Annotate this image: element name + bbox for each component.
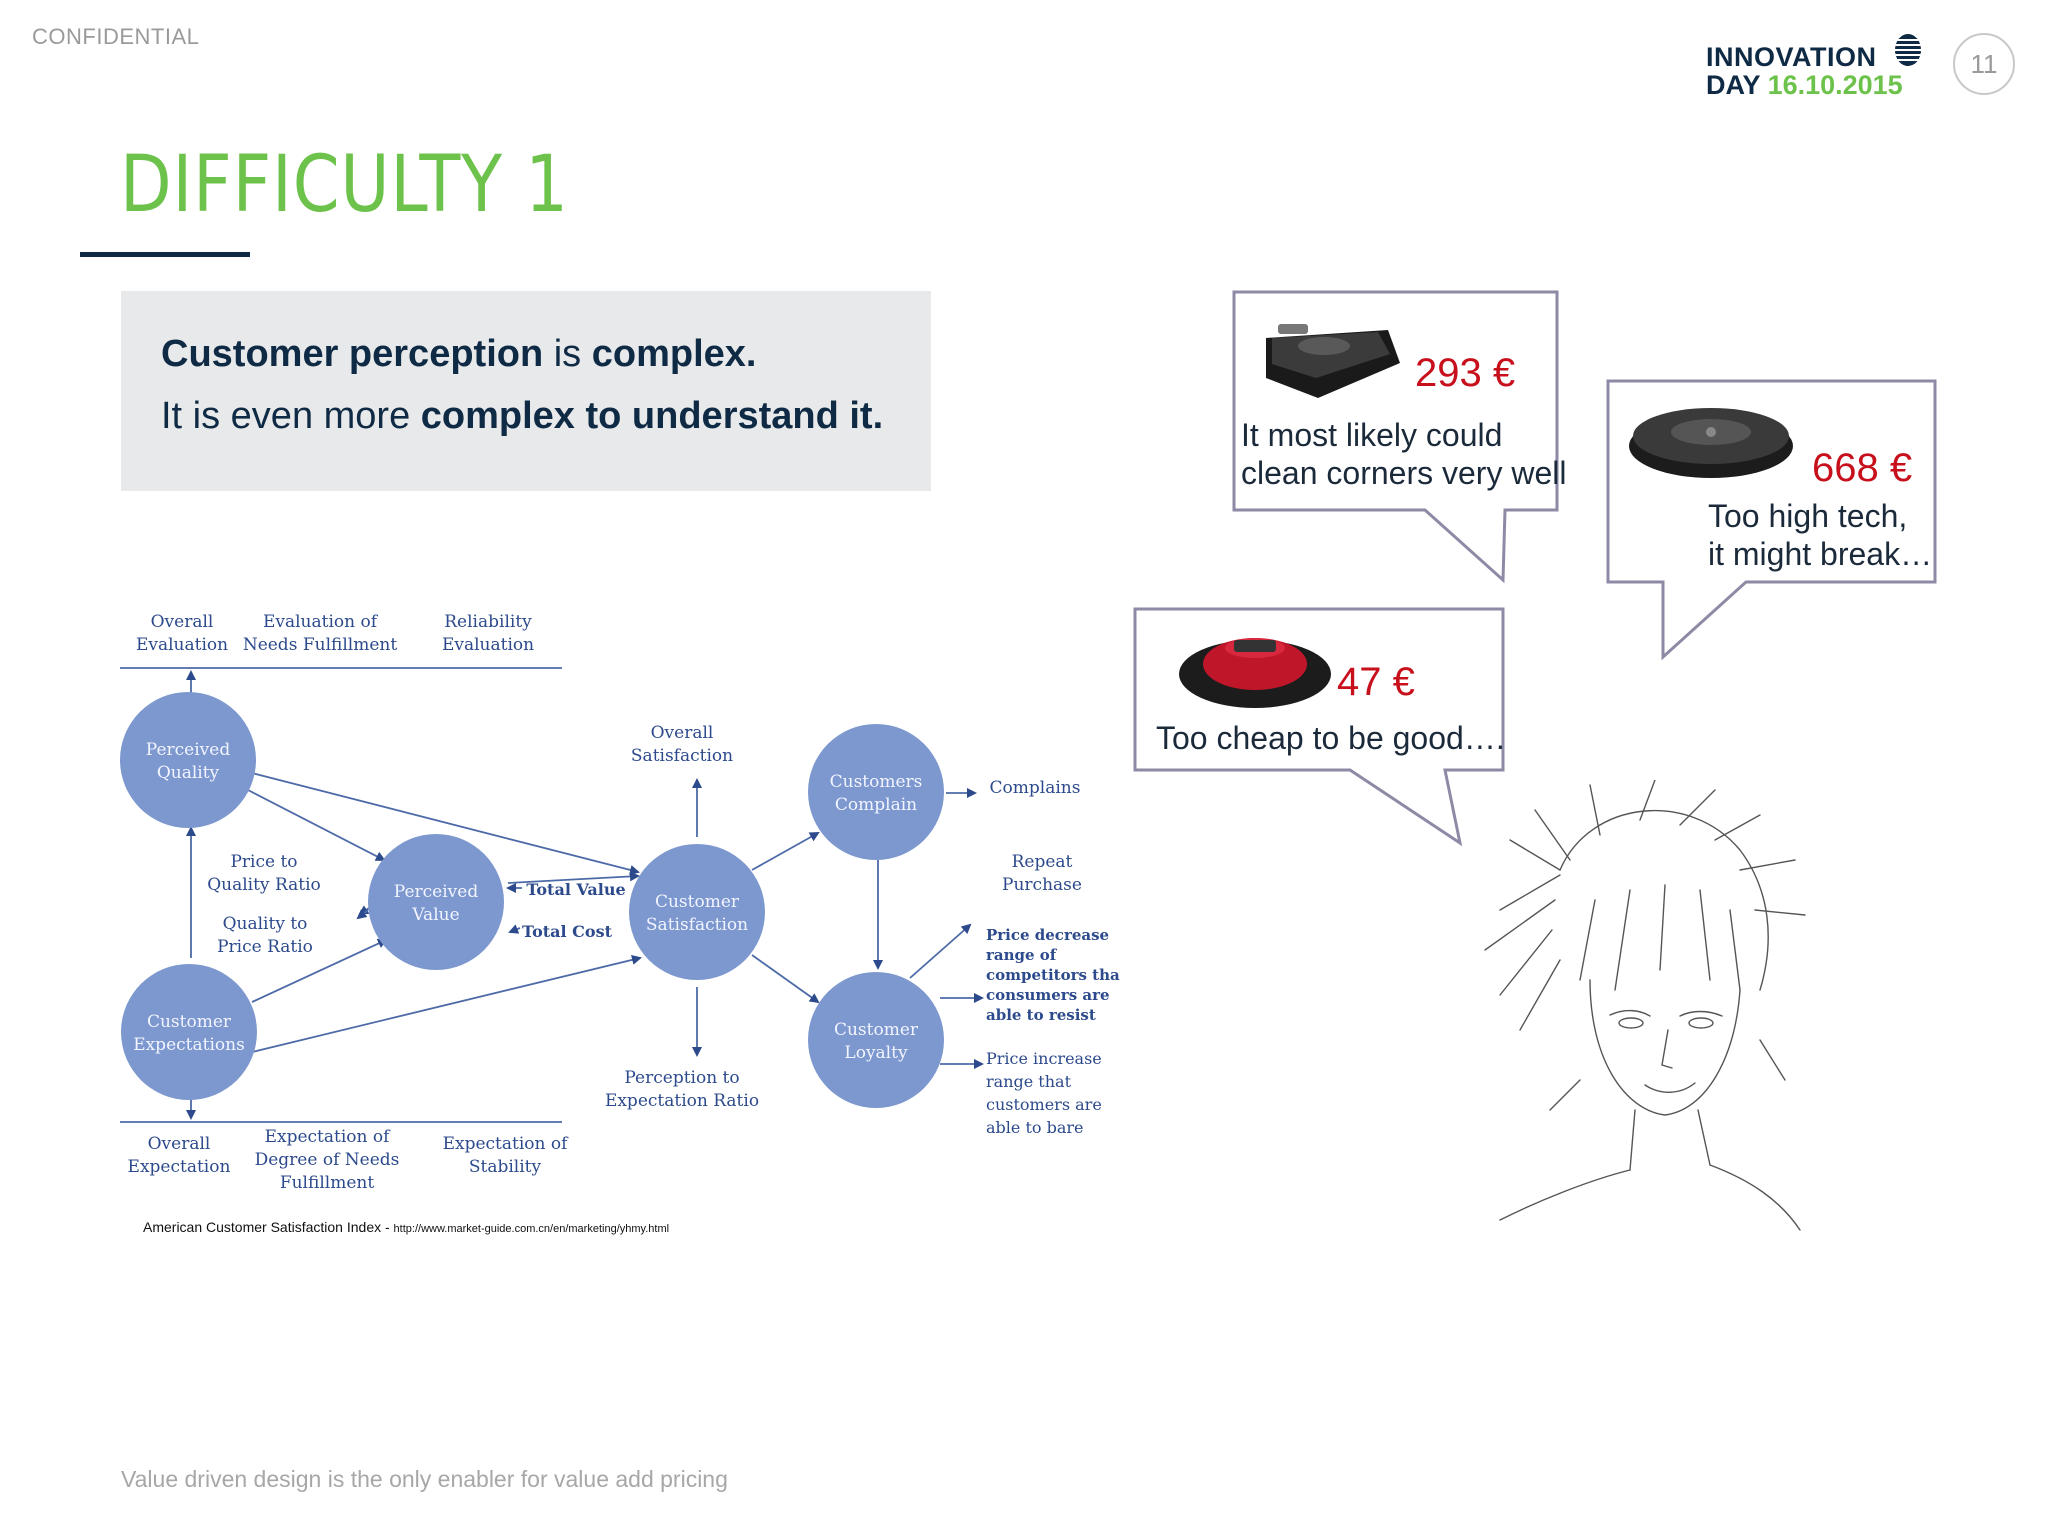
customer-sketch-image [1484, 780, 1806, 1231]
robot-vacuum-round-image [1629, 408, 1793, 478]
robot-vacuum-red-image [1179, 638, 1331, 708]
logo-line2: DAY 16.10.2015 [1706, 70, 1903, 100]
logo-line1: INNOVATION [1706, 42, 1877, 72]
arrow-pq-to-pv [247, 789, 386, 861]
node-perceived-quality-circle [120, 692, 256, 828]
callout-line1: Customer perception is complex. [161, 333, 757, 375]
label-total-value: Total Value [526, 880, 625, 899]
arrow-ce-to-pv [251, 938, 388, 1003]
label-total-cost: Total Cost [522, 922, 613, 941]
label-complains: Complains [990, 778, 1081, 798]
node-customer-satisfaction-circle [629, 844, 765, 980]
title-underline [80, 252, 250, 257]
callout-box: Customer perception is complex. It is ev… [121, 291, 931, 491]
bubble-47-text: Too cheap to be good…. [1156, 720, 1505, 756]
price-668: 668 € [1812, 446, 1913, 490]
node-customers-complain-circle [808, 724, 944, 860]
arrow-pv-to-cs [507, 871, 640, 884]
node-perceived-value-circle [368, 834, 504, 970]
innovation-day-logo: INNOVATION DAY 16.10.2015 [1706, 30, 1926, 100]
arrow-pq-to-cs [247, 771, 640, 875]
node-customer-expectations-circle [121, 964, 257, 1100]
arrow-qp-ratio [356, 909, 369, 920]
bubble-668-text: Too high tech,it might break… [1708, 498, 1933, 572]
robot-vacuum-dark-image [1266, 324, 1400, 398]
page-number: 11 [1953, 33, 2015, 95]
arrow-ce-to-cs [251, 955, 642, 1053]
confidential-label: CONFIDENTIAL [32, 24, 200, 49]
arrow-cs-to-complain [751, 832, 820, 871]
diagram-caption: American Customer Satisfaction Index - h… [143, 1219, 670, 1235]
price-47: 47 € [1337, 660, 1415, 704]
arrow-loyalty-1 [909, 923, 972, 979]
price-293: 293 € [1415, 351, 1516, 395]
page-title: DIFFICULTY 1 [120, 140, 569, 230]
arrow-total-cost [508, 924, 521, 934]
node-customer-loyalty-circle [808, 972, 944, 1108]
globe-icon [1894, 34, 1922, 66]
arrow-cs-to-loyalty [751, 954, 820, 1004]
footer-text: Value driven design is the only enabler … [121, 1466, 728, 1492]
callout-line2: It is even more complex to understand it… [161, 395, 884, 437]
